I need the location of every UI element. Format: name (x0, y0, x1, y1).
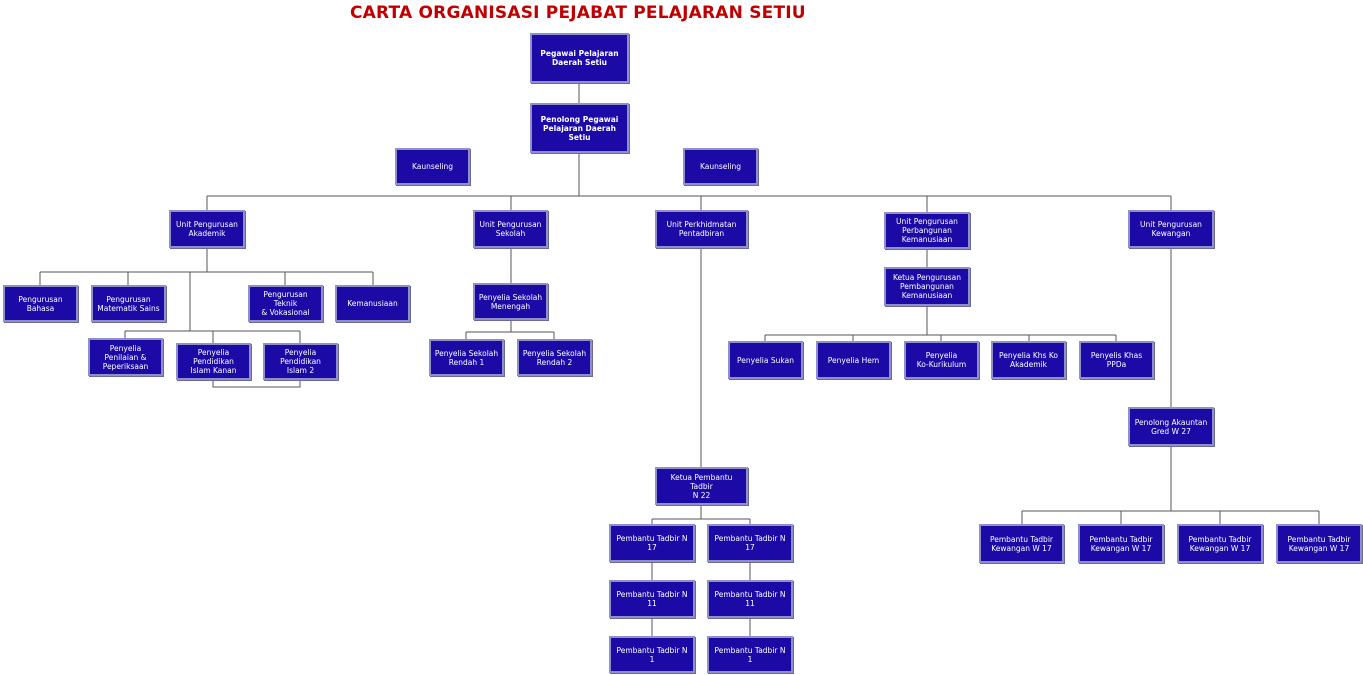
node-kewangan-w17-2: Pembantu Tadbir Kewangan W 17 (1078, 524, 1164, 563)
node-kewangan-w17-1: Pembantu Tadbir Kewangan W 17 (979, 524, 1064, 563)
node-pendidikan-islam-2: Penyelia Pendidikan Islam 2 (263, 343, 338, 380)
node-penyelis-khas-ppda: Penyelis Khas PPDa (1079, 341, 1154, 379)
node-sekolah-rendah-1: Penyelia Sekolah Rendah 1 (429, 339, 504, 376)
node-unit-pembangunan: Unit Pengurusan Perbangunan Kemanusiaan (884, 212, 970, 249)
node-pembantu-tadbir-n17-b: Pembantu Tadbir N 17 (707, 524, 793, 562)
node-kemanusiaan: Kemanusiaan (335, 285, 410, 322)
node-penyelia-sukan: Penyelia Sukan (728, 341, 803, 379)
node-pendidikan-islam-kanan: Penyelia Pendidikan Islam Kanan (176, 343, 251, 380)
node-ketua-pembangunan: Ketua Pengurusan Pembangunan Kemanusiaan (884, 267, 970, 306)
node-pembantu-tadbir-n11-a: Pembantu Tadbir N 11 (609, 580, 695, 618)
node-unit-kewangan: Unit Pengurusan Kewangan (1128, 210, 1214, 248)
node-pengurusan-teknik: Pengurusan Teknik & Vokasional (248, 285, 323, 322)
chart-title: CARTA ORGANISASI PEJABAT PELAJARAN SETIU (350, 3, 806, 23)
node-penolong-akauntan: Penolong Akauntan Gred W 27 (1128, 407, 1214, 446)
node-kaunseling-1: Kaunseling (395, 148, 470, 185)
node-ketua-pembantu-tadbir: Ketua Pembantu Tadbir N 22 (655, 467, 748, 505)
node-sekolah-menengah: Penyelia Sekolah Menengah (473, 283, 548, 320)
node-pegawai-pelajaran-daerah: Pegawai Pelajaran Daerah Setiu (530, 33, 629, 83)
node-pengurusan-matematik-sains: Pengurusan Matematik Sains (91, 285, 166, 322)
node-pembantu-tadbir-n17-a: Pembantu Tadbir N 17 (609, 524, 695, 562)
node-penyelia-kokurikulum: Penyelia Ko-Kurikulum (904, 341, 979, 379)
node-unit-sekolah: Unit Pengurusan Sekolah (473, 210, 548, 248)
node-kewangan-w17-4: Pembantu Tadbir Kewangan W 17 (1276, 524, 1362, 563)
node-pembantu-tadbir-n1-b: Pembantu Tadbir N 1 (707, 636, 793, 673)
node-pembantu-tadbir-n1-a: Pembantu Tadbir N 1 (609, 636, 695, 673)
node-unit-akademik: Unit Pengurusan Akademik (169, 210, 245, 248)
node-penolong-pegawai: Penolong Pegawai Pelajaran Daerah Setiu (530, 103, 629, 153)
node-unit-pentadbiran: Unit Perkhidmatan Pentadbiran (655, 210, 748, 248)
node-sekolah-rendah-2: Penyelia Sekolah Rendah 2 (517, 339, 592, 376)
node-penyelia-khs-ko-akademik: Penyelia Khs Ko Akademik (991, 341, 1066, 379)
node-penyelia-hem: Penyelia Hem (816, 341, 891, 379)
node-kewangan-w17-3: Pembantu Tadbir Kewangan W 17 (1177, 524, 1263, 563)
node-kaunseling-2: Kaunseling (683, 148, 758, 185)
node-pembantu-tadbir-n11-b: Pembantu Tadbir N 11 (707, 580, 793, 618)
node-pengurusan-bahasa: Pengurusan Bahasa (3, 285, 78, 322)
node-penyelia-penilaian: Penyelia Penilaian & Peperiksaan (88, 338, 163, 376)
